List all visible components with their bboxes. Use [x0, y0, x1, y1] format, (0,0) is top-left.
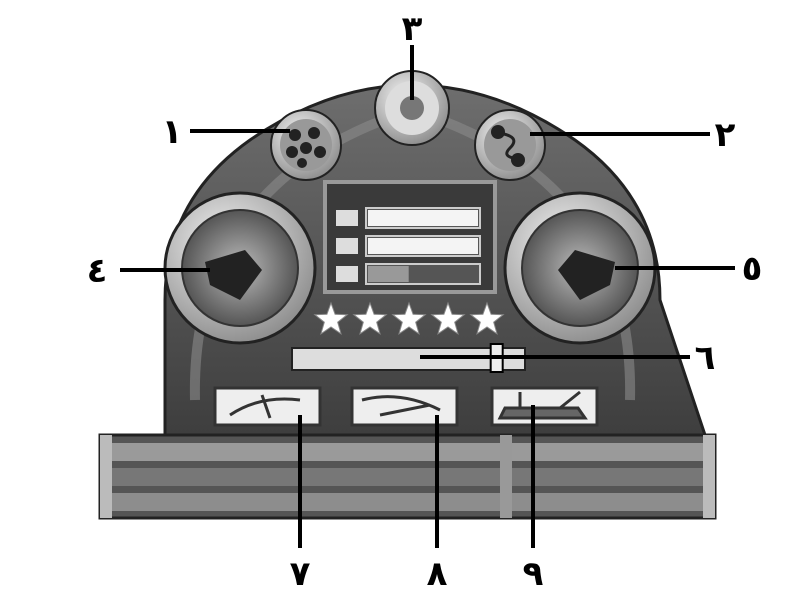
cannon-icon — [558, 250, 615, 300]
anchor-icon — [229, 394, 301, 419]
callout-7: ٧ — [290, 554, 311, 594]
callout-1: ١ — [162, 112, 183, 152]
callout-6: ٦ — [695, 338, 716, 378]
status-bars — [336, 207, 481, 285]
chain-shot-icon — [491, 125, 525, 167]
status-bar-fill — [368, 266, 409, 282]
status-bar-fill — [368, 238, 478, 254]
callout-lines — [120, 45, 735, 548]
anchor-button[interactable] — [213, 386, 322, 427]
chain-shot-button[interactable] — [474, 109, 546, 181]
callout-3: ٣ — [402, 9, 423, 49]
callout-5: ٥ — [742, 249, 763, 289]
crew-icon — [336, 210, 358, 226]
status-panel — [323, 180, 497, 294]
callout-4: ٤ — [87, 251, 108, 291]
ship-action-button[interactable] — [490, 386, 599, 427]
rating-stars — [313, 301, 505, 335]
star-icon — [469, 301, 505, 335]
grapple-icon — [361, 395, 441, 417]
ship-icon — [336, 266, 358, 282]
star-icon — [430, 301, 466, 335]
star-icon — [313, 301, 349, 335]
callout-2: ٢ — [715, 115, 736, 155]
wheel-icon — [400, 96, 424, 120]
cargo-icon — [336, 238, 358, 254]
cannon-icon — [205, 250, 262, 300]
star-icon — [391, 301, 427, 335]
star-icon — [352, 301, 388, 335]
unit-orbs-button[interactable] — [270, 109, 342, 181]
callout-9: ٩ — [523, 554, 544, 594]
callout-8: ٨ — [427, 554, 448, 594]
ship-icon — [497, 390, 588, 420]
left-cannon-porthole[interactable] — [163, 191, 317, 345]
panel-base — [98, 433, 717, 520]
options-wheel-button[interactable] — [374, 70, 450, 146]
boarding-button[interactable] — [350, 386, 459, 427]
cannonballs-icon — [286, 127, 326, 168]
right-cannon-porthole[interactable] — [503, 191, 657, 345]
status-bar-fill — [368, 210, 478, 226]
